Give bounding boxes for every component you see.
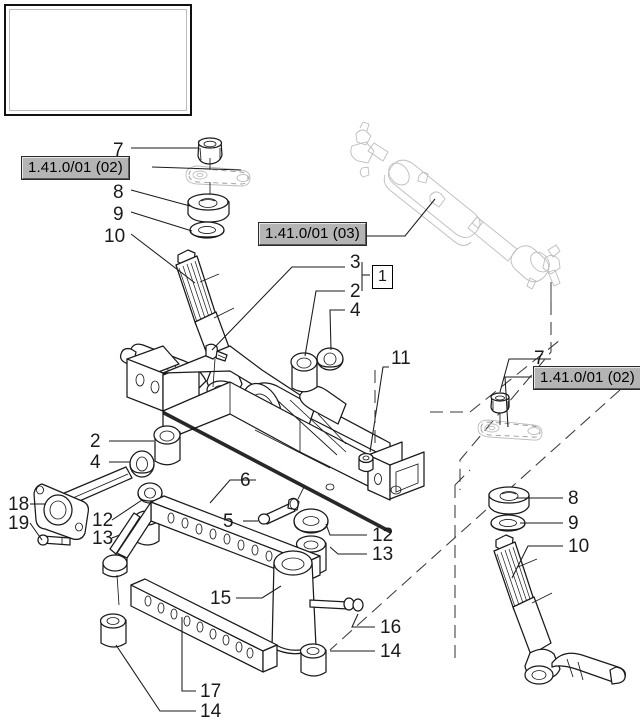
callout-2-top[interactable]: 2 [350,281,361,302]
callout-19[interactable]: 19 [8,513,30,534]
reference-plate-1410-01-02-left[interactable]: 1.41.0/01 (02) [21,156,130,180]
callout-8-left[interactable]: 8 [113,182,124,203]
leaders-centre-top [211,262,389,453]
axle-beam-assembly [126,343,425,534]
leader-ref03 [355,198,436,237]
callout-1-boxed[interactable]: 1 [372,265,393,289]
callout-18[interactable]: 18 [8,494,30,515]
callout-4-left[interactable]: 4 [90,452,101,473]
leaders-right-knuckle [511,497,563,579]
bolt-group [257,486,305,525]
callout-7-right[interactable]: 7 [534,348,545,369]
callout-2-left[interactable]: 2 [90,431,101,452]
callout-9-left[interactable]: 9 [113,204,124,225]
right-knuckle-group [488,486,626,685]
reference-plate-1410-01-02-right[interactable]: 1.41.0/01 (02) [533,366,640,390]
dash-right-corner [454,469,471,486]
callout-9-right[interactable]: 9 [568,513,579,534]
callout-13-right[interactable]: 13 [372,544,394,565]
callout-10-left[interactable]: 10 [104,226,126,247]
callout-12-right[interactable]: 12 [372,525,394,546]
leaders-top-left [130,147,242,284]
callout-16[interactable]: 16 [380,617,402,638]
dash-main-diag [329,389,621,651]
callout-5[interactable]: 5 [223,511,234,532]
callout-8-right[interactable]: 8 [568,488,579,509]
inset-thumbnail-frame [4,4,192,116]
callout-12-left[interactable]: 12 [92,510,114,531]
steering-cylinder-phantom [350,121,561,302]
callout-11[interactable]: 11 [391,348,411,369]
reference-plate-1410-01-03[interactable]: 1.41.0/01 (03) [258,222,367,246]
leaders-bottom [115,479,375,712]
callout-4-top[interactable]: 4 [350,300,361,321]
leaders-right-top [499,358,551,428]
left-bushing-group [33,425,181,546]
callout-10-right[interactable]: 10 [568,536,590,557]
callout-14-bottom[interactable]: 14 [200,701,222,722]
dash-upper-right [430,339,561,413]
inset-inner-border [9,9,187,111]
callout-17[interactable]: 17 [200,681,222,702]
callout-15[interactable]: 15 [210,588,232,609]
bushing-upper [290,347,344,393]
callout-14-mid[interactable]: 14 [380,641,402,662]
right-nut-group [477,392,543,441]
callout-13-left[interactable]: 13 [92,528,114,549]
callout-3[interactable]: 3 [350,252,361,273]
drawbar-support [99,495,364,677]
callout-7-left[interactable]: 7 [113,140,124,161]
callout-6[interactable]: 6 [240,470,251,491]
